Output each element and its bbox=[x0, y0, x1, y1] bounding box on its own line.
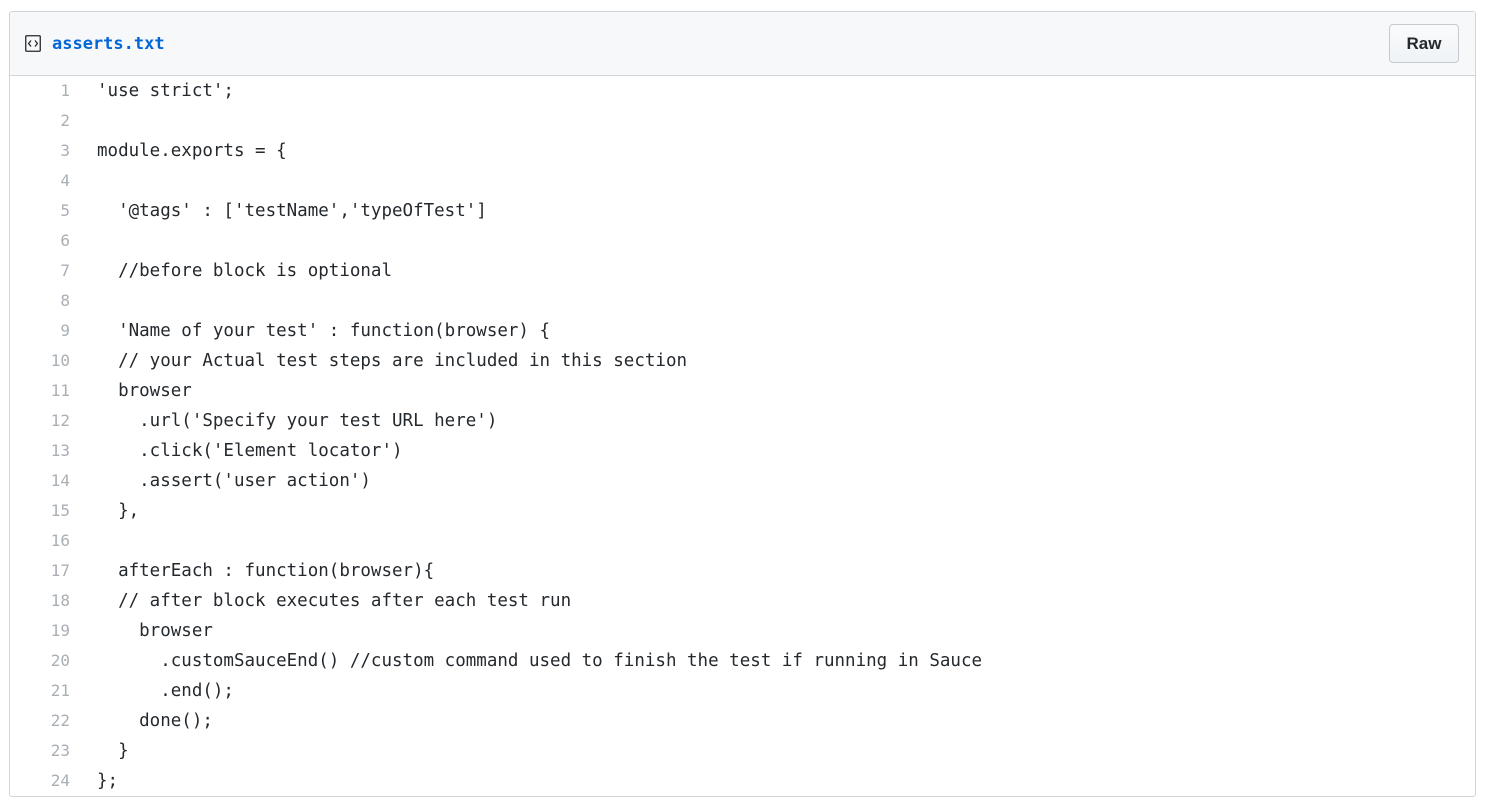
line-code: }, bbox=[97, 501, 140, 521]
line-number[interactable]: 20 bbox=[50, 651, 70, 670]
line-number[interactable]: 9 bbox=[60, 321, 70, 340]
code-line: 20 .customSauceEnd() //custom command us… bbox=[10, 646, 1475, 676]
line-code: browser bbox=[97, 621, 213, 641]
code-line: 22 done(); bbox=[10, 706, 1475, 736]
line-number[interactable]: 18 bbox=[50, 591, 70, 610]
code-line: 23 } bbox=[10, 736, 1475, 766]
line-number[interactable]: 1 bbox=[60, 81, 70, 100]
code-line: 2 bbox=[10, 106, 1475, 136]
line-number[interactable]: 6 bbox=[60, 231, 70, 250]
line-code: afterEach : function(browser){ bbox=[97, 561, 435, 581]
line-number[interactable]: 4 bbox=[60, 171, 70, 190]
code-line: 1 'use strict'; bbox=[10, 76, 1475, 106]
line-number[interactable]: 13 bbox=[50, 441, 70, 460]
raw-button[interactable]: Raw bbox=[1389, 24, 1459, 63]
line-number[interactable]: 8 bbox=[60, 291, 70, 310]
line-code: } bbox=[97, 741, 129, 761]
line-code: // your Actual test steps are included i… bbox=[97, 351, 688, 371]
line-code: 'use strict'; bbox=[97, 81, 234, 101]
line-number[interactable]: 10 bbox=[50, 351, 70, 370]
line-number[interactable]: 15 bbox=[50, 501, 70, 520]
code-line: 10 // your Actual test steps are include… bbox=[10, 346, 1475, 376]
line-code: .end(); bbox=[97, 681, 234, 701]
line-code: '@tags' : ['testName','typeOfTest'] bbox=[97, 201, 487, 221]
line-code: .customSauceEnd() //custom command used … bbox=[97, 651, 983, 671]
line-number[interactable]: 23 bbox=[50, 741, 70, 760]
line-number[interactable]: 7 bbox=[60, 261, 70, 280]
line-number[interactable]: 2 bbox=[60, 111, 70, 130]
line-number[interactable]: 24 bbox=[50, 771, 70, 790]
code-line: 17 afterEach : function(browser){ bbox=[10, 556, 1475, 586]
line-code: .click('Element locator') bbox=[97, 441, 403, 461]
code-line: 12 .url('Specify your test URL here') bbox=[10, 406, 1475, 436]
code-line: 5 '@tags' : ['testName','typeOfTest'] bbox=[10, 196, 1475, 226]
line-number[interactable]: 17 bbox=[50, 561, 70, 580]
code-line: 14 .assert('user action') bbox=[10, 466, 1475, 496]
code-line: 3 module.exports = { bbox=[10, 136, 1475, 166]
line-number[interactable]: 16 bbox=[50, 531, 70, 550]
code-line: 18 // after block executes after each te… bbox=[10, 586, 1475, 616]
line-number[interactable]: 3 bbox=[60, 141, 70, 160]
file-name-link[interactable]: asserts.txt bbox=[52, 34, 165, 54]
line-code: done(); bbox=[97, 711, 213, 731]
code-line: 24}; bbox=[10, 766, 1475, 796]
line-number[interactable]: 5 bbox=[60, 201, 70, 220]
line-code: .url('Specify your test URL here') bbox=[97, 411, 498, 431]
line-code: //before block is optional bbox=[97, 261, 393, 281]
code-line: 13 .click('Element locator') bbox=[10, 436, 1475, 466]
code-line: 19 browser bbox=[10, 616, 1475, 646]
code-line: 7 //before block is optional bbox=[10, 256, 1475, 286]
code-line: 9 'Name of your test' : function(browser… bbox=[10, 316, 1475, 346]
line-number[interactable]: 14 bbox=[50, 471, 70, 490]
code-line: 4 bbox=[10, 166, 1475, 196]
line-code: }; bbox=[97, 771, 119, 791]
code-line: 15 }, bbox=[10, 496, 1475, 526]
code-line: 8 bbox=[10, 286, 1475, 316]
code-line: 6 bbox=[10, 226, 1475, 256]
code-line: 11 browser bbox=[10, 376, 1475, 406]
line-number[interactable]: 22 bbox=[50, 711, 70, 730]
line-code: // after block executes after each test … bbox=[97, 591, 572, 611]
code-file-icon bbox=[25, 35, 41, 52]
line-number[interactable]: 11 bbox=[50, 381, 70, 400]
file-header: asserts.txt Raw bbox=[10, 12, 1475, 76]
line-code: 'Name of your test' : function(browser) … bbox=[97, 321, 551, 341]
line-number[interactable]: 19 bbox=[50, 621, 70, 640]
code-line: 16 bbox=[10, 526, 1475, 556]
line-code: browser bbox=[97, 381, 192, 401]
line-code: module.exports = { bbox=[97, 141, 287, 161]
line-code: .assert('user action') bbox=[97, 471, 371, 491]
code-line: 21 .end(); bbox=[10, 676, 1475, 706]
line-number[interactable]: 21 bbox=[50, 681, 70, 700]
line-number[interactable]: 12 bbox=[50, 411, 70, 430]
